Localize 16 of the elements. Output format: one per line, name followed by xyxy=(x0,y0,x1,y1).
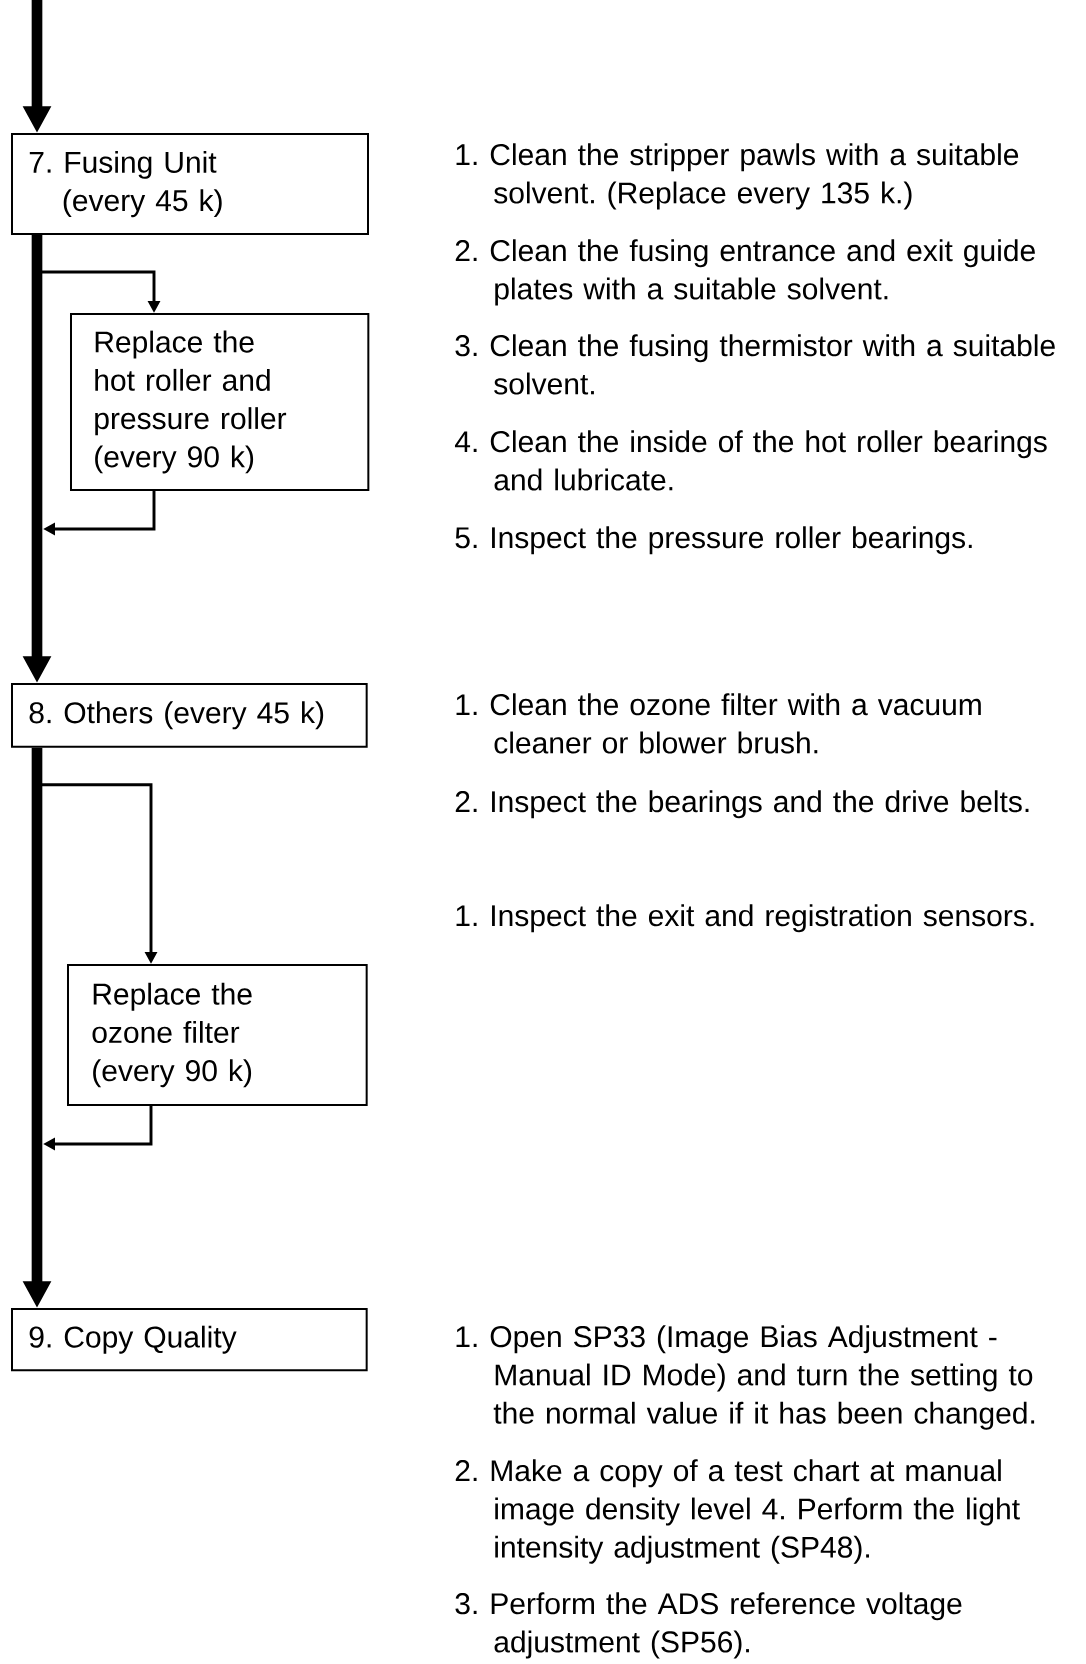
step-note: 5. Inspect the pressure roller bearings. xyxy=(455,526,972,555)
step-note: 4. Clean the inside of the hot roller bearings and lubricate. xyxy=(454,430,1047,491)
step-note: 3. Perform the ADS reference voltage adjustment (SP56). xyxy=(455,1592,962,1659)
step-note: 3. Clean the fusing thermistor with a suitable solvent. xyxy=(455,334,1055,395)
step-note: 1. Clean the stripper pawls with a suitable solvent. (Replace every 135 k.) xyxy=(456,143,1019,210)
step-note: 1. Open SP33 (Image Bias Adjustment - Manual ID Mode) and turn the setting to the normal value if it has been changed. xyxy=(456,1325,1035,1430)
step-note: 2. Clean the fusing entrance and exit guide plates with a suitable solvent. xyxy=(455,239,1035,306)
step-note: 1. Inspect the exit and registration sensors. xyxy=(456,904,1034,933)
step-note: 2. Inspect the bearings and the drive belts. xyxy=(455,790,1029,819)
step-note: 1. Clean the ozone filter with a vacuum cleaner or blower brush. xyxy=(456,693,981,754)
step-box: Replace the ozone filter (every 90 k) xyxy=(67,964,368,1106)
step-box: 8. Others (every 45 k) xyxy=(11,683,368,748)
step-box: 7. Fusing Unit (every 45 k) xyxy=(11,133,369,235)
step-box: 9. Copy Quality xyxy=(11,1308,368,1372)
step-box: Replace the hot roller and pressure roller (every 90 k) xyxy=(70,313,370,491)
step-note: 2. Make a copy of a test chart at manual image density level 4. Perform the light intensity adjustment (SP48). xyxy=(455,1459,1020,1564)
